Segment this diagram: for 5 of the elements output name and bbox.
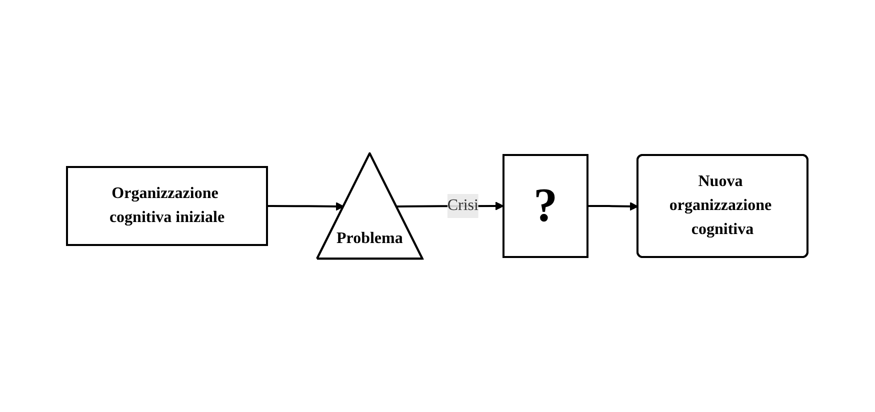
arrow: [588, 202, 639, 211]
node-box: ?: [502, 154, 589, 258]
arrow: [267, 202, 344, 211]
edge-label: Crisi: [448, 197, 479, 214]
node-box: Organizzazione cognitiva iniziale: [66, 166, 268, 246]
